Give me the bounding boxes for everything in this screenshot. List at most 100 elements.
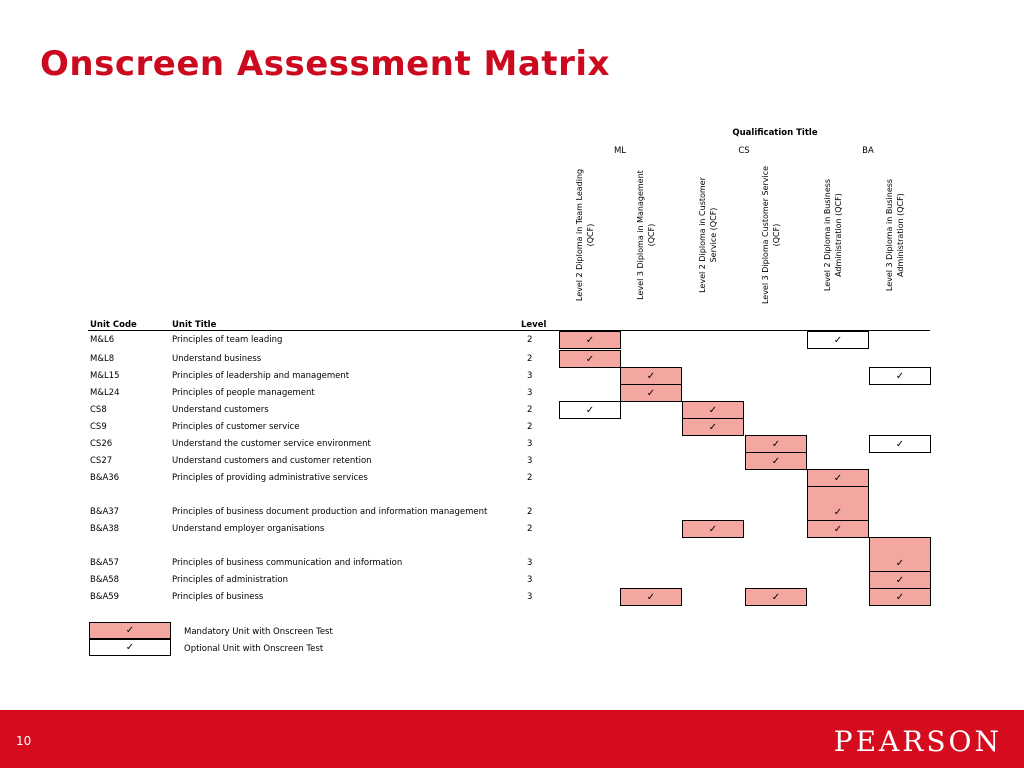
qualification-header-2: Level 3 Diploma in Management (QCF) bbox=[620, 165, 681, 315]
unit-title: Principles of team leading bbox=[172, 335, 283, 345]
legend-mandatory-swatch: ✓ bbox=[89, 622, 171, 639]
unit-code: B&A38 bbox=[90, 524, 120, 534]
check-icon: ✓ bbox=[833, 507, 843, 518]
qualification-title-header: Qualification Title bbox=[732, 128, 818, 138]
check-icon: ✓ bbox=[585, 405, 595, 416]
qualification-header-label: Level 2 Diploma in Customer Service (QCF… bbox=[697, 177, 718, 293]
unit-title: Principles of people management bbox=[172, 388, 315, 398]
level-header: Level bbox=[521, 320, 547, 330]
unit-code: CS26 bbox=[90, 439, 113, 449]
group-label-cs: CS bbox=[738, 146, 750, 156]
unit-level: 2 bbox=[527, 405, 533, 415]
qualification-header-label: Level 3 Diploma in Business Administrati… bbox=[884, 178, 905, 292]
unit-title: Understand the customer service environm… bbox=[172, 439, 371, 449]
check-icon: ✓ bbox=[708, 524, 718, 535]
unit-title: Principles of administration bbox=[172, 575, 289, 585]
unit-level: 2 bbox=[527, 524, 533, 534]
unit-level: 3 bbox=[527, 558, 533, 568]
unit-code: B&A37 bbox=[90, 507, 120, 517]
unit-title: Principles of customer service bbox=[172, 422, 300, 432]
mandatory-check-cell: ✓ bbox=[745, 588, 807, 606]
check-icon: ✓ bbox=[708, 422, 718, 433]
unit-level: 2 bbox=[527, 335, 533, 345]
unit-code: B&A59 bbox=[90, 592, 120, 602]
check-icon: ✓ bbox=[708, 405, 718, 416]
qualification-header-label: Level 3 Diploma Customer Service (QCF) bbox=[760, 165, 781, 305]
group-label-ba: BA bbox=[862, 146, 874, 156]
unit-title: Principles of business communication and… bbox=[172, 558, 403, 568]
unit-title: Principles of leadership and management bbox=[172, 371, 350, 381]
unit-title: Understand business bbox=[172, 354, 262, 364]
check-icon: ✓ bbox=[585, 335, 595, 346]
optional-check-cell: ✓ bbox=[559, 401, 621, 419]
unit-level: 3 bbox=[527, 575, 533, 585]
check-icon: ✓ bbox=[895, 371, 905, 382]
mandatory-check-cell: ✓ bbox=[745, 435, 807, 453]
check-icon: ✓ bbox=[833, 473, 843, 484]
page-number: 10 bbox=[16, 734, 32, 748]
unit-title: Understand customers bbox=[172, 405, 269, 415]
check-icon: ✓ bbox=[771, 439, 781, 450]
check-icon: ✓ bbox=[646, 592, 656, 603]
legend-optional-swatch: ✓ bbox=[89, 639, 171, 656]
optional-check-cell: ✓ bbox=[869, 435, 931, 453]
unit-code: CS9 bbox=[90, 422, 107, 432]
group-label-ml: ML bbox=[613, 146, 627, 156]
check-icon: ✓ bbox=[646, 388, 656, 399]
unit-level: 2 bbox=[527, 354, 533, 364]
check-icon: ✓ bbox=[646, 371, 656, 382]
mandatory-check-cell: ✓ bbox=[620, 367, 682, 385]
qualification-header-label: Level 2 Diploma in Team Leading (QCF) bbox=[574, 168, 595, 302]
unit-title: Principles of providing administrative s… bbox=[172, 473, 368, 483]
check-icon: ✓ bbox=[833, 335, 843, 346]
mandatory-check-cell: ✓ bbox=[869, 537, 931, 572]
optional-check-cell: ✓ bbox=[869, 367, 931, 385]
unit-code: M&L24 bbox=[90, 388, 120, 398]
optional-check-cell: ✓ bbox=[807, 331, 869, 349]
unit-code: B&A58 bbox=[90, 575, 120, 585]
unit-code: M&L8 bbox=[90, 354, 115, 364]
unit-level: 3 bbox=[527, 592, 533, 602]
unit-title: Understand employer organisations bbox=[172, 524, 325, 534]
mandatory-check-cell: ✓ bbox=[559, 331, 621, 349]
unit-code: B&A36 bbox=[90, 473, 120, 483]
header-divider bbox=[88, 330, 930, 331]
qualification-header-1: Level 2 Diploma in Team Leading (QCF) bbox=[559, 165, 620, 315]
unit-code: B&A57 bbox=[90, 558, 120, 568]
unit-level: 2 bbox=[527, 507, 533, 517]
unit-code: CS27 bbox=[90, 456, 113, 466]
unit-level: 3 bbox=[527, 439, 533, 449]
footer-bar: 10 PEARSON bbox=[0, 710, 1024, 768]
check-icon: ✓ bbox=[585, 354, 595, 365]
legend-optional-label: Optional Unit with Onscreen Test bbox=[184, 644, 324, 654]
mandatory-check-cell: ✓ bbox=[620, 588, 682, 606]
qualification-header-5: Level 2 Diploma in Business Administrati… bbox=[807, 165, 868, 315]
unit-code-header: Unit Code bbox=[90, 320, 137, 330]
qualification-header-label: Level 2 Diploma in Business Administrati… bbox=[822, 178, 843, 292]
qualification-header-label: Level 3 Diploma in Management (QCF) bbox=[635, 170, 656, 300]
unit-code: M&L15 bbox=[90, 371, 120, 381]
qualification-header-3: Level 2 Diploma in Customer Service (QCF… bbox=[682, 165, 743, 315]
check-icon: ✓ bbox=[895, 558, 905, 569]
unit-level: 3 bbox=[527, 371, 533, 381]
mandatory-check-cell: ✓ bbox=[807, 486, 869, 521]
mandatory-check-cell: ✓ bbox=[682, 520, 744, 538]
qualification-header-4: Level 3 Diploma Customer Service (QCF) bbox=[745, 165, 806, 315]
mandatory-check-cell: ✓ bbox=[807, 520, 869, 538]
check-icon: ✓ bbox=[895, 575, 905, 586]
check-icon: ✓ bbox=[895, 439, 905, 450]
pearson-logo: PEARSON bbox=[833, 725, 1002, 758]
page-title: Onscreen Assessment Matrix bbox=[40, 44, 610, 84]
unit-title: Principles of business document producti… bbox=[172, 507, 488, 517]
check-icon: ✓ bbox=[771, 456, 781, 467]
mandatory-check-cell: ✓ bbox=[869, 588, 931, 606]
unit-level: 3 bbox=[527, 456, 533, 466]
unit-level: 2 bbox=[527, 422, 533, 432]
mandatory-check-cell: ✓ bbox=[682, 401, 744, 419]
unit-code: M&L6 bbox=[90, 335, 115, 345]
unit-level: 2 bbox=[527, 473, 533, 483]
unit-title: Understand customers and customer retent… bbox=[172, 456, 372, 466]
mandatory-check-cell: ✓ bbox=[869, 571, 931, 589]
mandatory-check-cell: ✓ bbox=[807, 469, 869, 487]
mandatory-check-cell: ✓ bbox=[682, 418, 744, 436]
